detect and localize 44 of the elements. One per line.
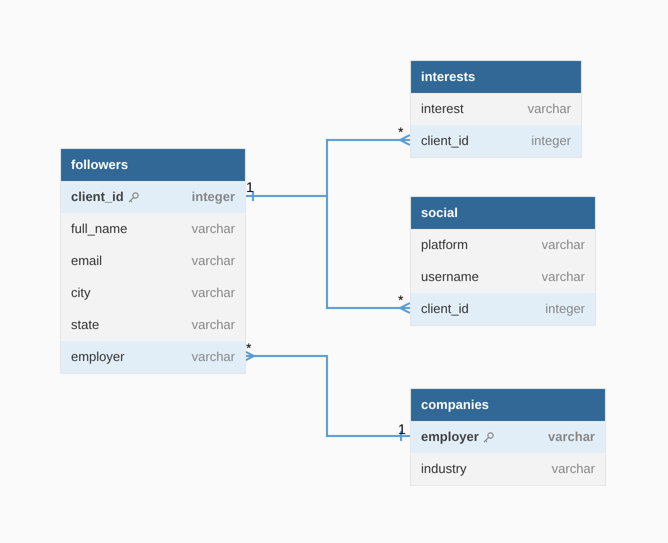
table-row xyxy=(61,181,245,213)
column-name: state xyxy=(71,316,100,334)
column-name: client_id xyxy=(71,188,124,206)
column-type: varchar xyxy=(548,428,595,446)
column-name: client_id xyxy=(421,132,469,150)
table-row xyxy=(411,125,581,157)
table-card xyxy=(60,148,246,374)
table-row xyxy=(411,421,605,453)
column-name: city xyxy=(71,284,90,302)
column-name: employer xyxy=(71,348,124,366)
table-header: followers xyxy=(61,149,245,181)
table-header: companies xyxy=(411,389,605,421)
column-type: varchar xyxy=(528,100,571,118)
column-type: varchar xyxy=(192,316,235,334)
table-row xyxy=(411,293,595,325)
column-type: varchar xyxy=(192,220,235,238)
cardinality-label: 1 xyxy=(246,179,254,195)
cardinality-label: * xyxy=(246,340,252,356)
column-type: integer xyxy=(192,188,235,206)
cardinality-label: 1 xyxy=(398,421,406,437)
column-name: platform xyxy=(421,236,468,254)
column-type: varchar xyxy=(542,268,585,286)
table-header: interests xyxy=(411,61,581,93)
column-type: varchar xyxy=(192,348,235,366)
column-name: industry xyxy=(421,460,467,478)
column-name: email xyxy=(71,252,102,270)
column-type: varchar xyxy=(192,284,235,302)
table-header: social xyxy=(411,197,595,229)
cardinality-label: * xyxy=(398,124,404,140)
column-type: varchar xyxy=(542,236,585,254)
column-type: integer xyxy=(545,300,585,318)
cardinality-label: * xyxy=(398,292,404,308)
column-name: interest xyxy=(421,100,464,118)
column-type: integer xyxy=(531,132,571,150)
table-card xyxy=(410,388,606,486)
table-card xyxy=(410,196,596,326)
column-name: client_id xyxy=(421,300,469,318)
column-type: varchar xyxy=(192,252,235,270)
table-card xyxy=(410,60,582,158)
column-name: username xyxy=(421,268,479,286)
column-type: varchar xyxy=(552,460,595,478)
table-row xyxy=(61,341,245,373)
column-name: employer xyxy=(421,428,479,446)
column-name: full_name xyxy=(71,220,128,238)
